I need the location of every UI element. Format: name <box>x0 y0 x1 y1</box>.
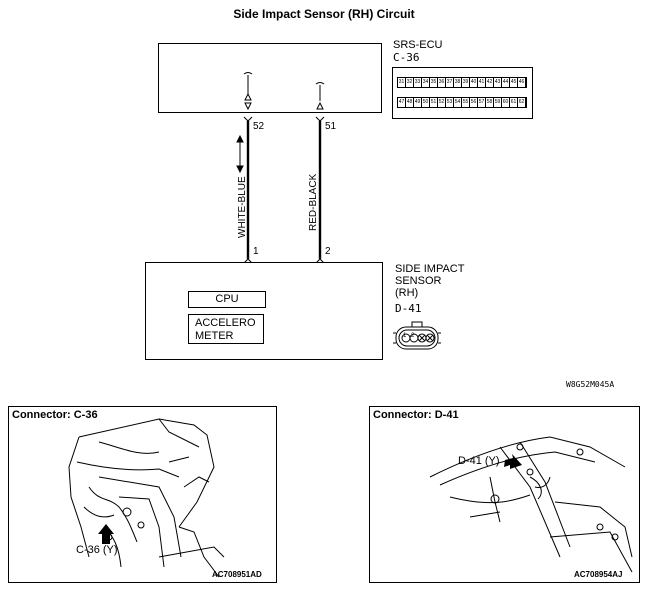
ecu-pin: 52 <box>438 98 446 107</box>
sensor-pin-2-mark <box>315 258 325 264</box>
sensor-connector-pin-1: 1 <box>403 333 407 339</box>
sensor-connector-face <box>393 321 441 350</box>
ecu-pin-51-mark <box>315 116 325 122</box>
ecu-pin: 48 <box>406 98 414 107</box>
panel-caption-c36: Connector: C-36 <box>12 409 98 421</box>
ecu-pin: 38 <box>454 78 462 87</box>
ecu-pin: 53 <box>446 98 454 107</box>
sensor-pin-1-mark <box>243 258 253 264</box>
ecu-pin: 32 <box>406 78 414 87</box>
ecu-pin: 33 <box>414 78 422 87</box>
sensor-pin-2-label: 2 <box>325 246 331 257</box>
ecu-pin: 61 <box>510 98 518 107</box>
ecu-pin: 36 <box>438 78 446 87</box>
ecu-pin: 41 <box>478 78 486 87</box>
panel-code-d41: AC708954AJ <box>574 570 623 579</box>
ecu-pin: 49 <box>414 98 422 107</box>
sensor-name-line-2: SENSOR <box>395 275 442 287</box>
ecu-pin: 39 <box>462 78 470 87</box>
ecu-pin: 34 <box>422 78 430 87</box>
ecu-pin: 47 <box>398 98 406 107</box>
sensor-name-line-1: SIDE IMPACT <box>395 263 465 275</box>
sensor-name-line-3: (RH) <box>395 287 419 299</box>
accelerometer-label-2: METER <box>195 330 234 342</box>
connector-panel-d41: Connector: D-41 D-41 (Y) AC708954AJ <box>369 406 640 583</box>
panel-caption-d41: Connector: D-41 <box>373 409 459 421</box>
ecu-pin: 44 <box>502 78 510 87</box>
cpu-label: CPU <box>215 293 239 305</box>
srs-ecu-label: SRS-ECU <box>393 39 443 51</box>
panel-code-c36: AC708951AD <box>212 570 262 579</box>
accelerometer-label-1: ACCELERO <box>195 317 256 329</box>
ecu-pin: 45 <box>510 78 518 87</box>
ecu-pin: 50 <box>422 98 430 107</box>
ecu-terminal-51-symbol <box>315 82 325 110</box>
twisted-pair-indicator <box>236 134 244 174</box>
ecu-pin: 55 <box>462 98 470 107</box>
diagram-title: Side Impact Sensor (RH) Circuit <box>233 7 415 21</box>
dashboard-illustration <box>68 418 225 578</box>
ecu-connector-face: 31 32 33 34 35 36 37 38 39 40 41 42 43 4… <box>392 67 533 119</box>
ecu-pin: 40 <box>470 78 478 87</box>
wire-color-red-black: RED-BLACK <box>308 173 319 231</box>
d41-locator-arrow <box>504 454 522 469</box>
ecu-pin: 58 <box>486 98 494 107</box>
c36-callout: C-36 (Y) <box>76 544 118 556</box>
ecu-pin-52-label: 52 <box>253 121 265 132</box>
ecu-pin: 62 <box>518 98 526 107</box>
sensor-connector-label: D-41 <box>395 302 422 315</box>
srs-ecu-connector-label: C-36 <box>393 51 420 64</box>
d41-callout: D-41 (Y) <box>458 455 500 467</box>
ecu-pin: 42 <box>486 78 494 87</box>
ecu-pin: 31 <box>398 78 406 87</box>
ecu-pin: 37 <box>446 78 454 87</box>
ecu-pin: 46 <box>518 78 526 87</box>
ecu-pin-row-2: 47 48 49 50 51 52 53 54 55 56 57 58 59 6… <box>397 97 527 108</box>
ecu-pin-row-1: 31 32 33 34 35 36 37 38 39 40 41 42 43 4… <box>397 77 527 88</box>
ecu-pin: 51 <box>430 98 438 107</box>
side-impact-sensor-box <box>145 262 383 360</box>
sensor-connector-pin-2: 2 <box>411 333 415 339</box>
ecu-pin-51-label: 51 <box>325 121 337 132</box>
diagram-code: W8G52M045A <box>566 380 615 389</box>
vehicle-body-illustration <box>429 436 633 573</box>
ecu-pin: 59 <box>494 98 502 107</box>
ecu-pin: 54 <box>454 98 462 107</box>
sensor-pin-1-label: 1 <box>253 246 259 257</box>
ecu-pin: 35 <box>430 78 438 87</box>
ecu-pin: 57 <box>478 98 486 107</box>
c36-locator-arrow <box>98 524 114 544</box>
srs-ecu-box <box>158 43 382 113</box>
ecu-pin: 56 <box>470 98 478 107</box>
cpu-block: CPU <box>188 291 266 308</box>
accelerometer-block: ACCELERO METER <box>188 314 264 344</box>
wire-color-white-blue: WHITE-BLUE <box>237 176 248 238</box>
ecu-pin: 60 <box>502 98 510 107</box>
ecu-pin-52-mark <box>243 116 253 122</box>
ecu-terminal-52-symbol <box>243 72 253 111</box>
ecu-pin: 43 <box>494 78 502 87</box>
connector-panel-c36: Connector: C-36 C-36 (Y) AC708951AD <box>8 406 277 583</box>
